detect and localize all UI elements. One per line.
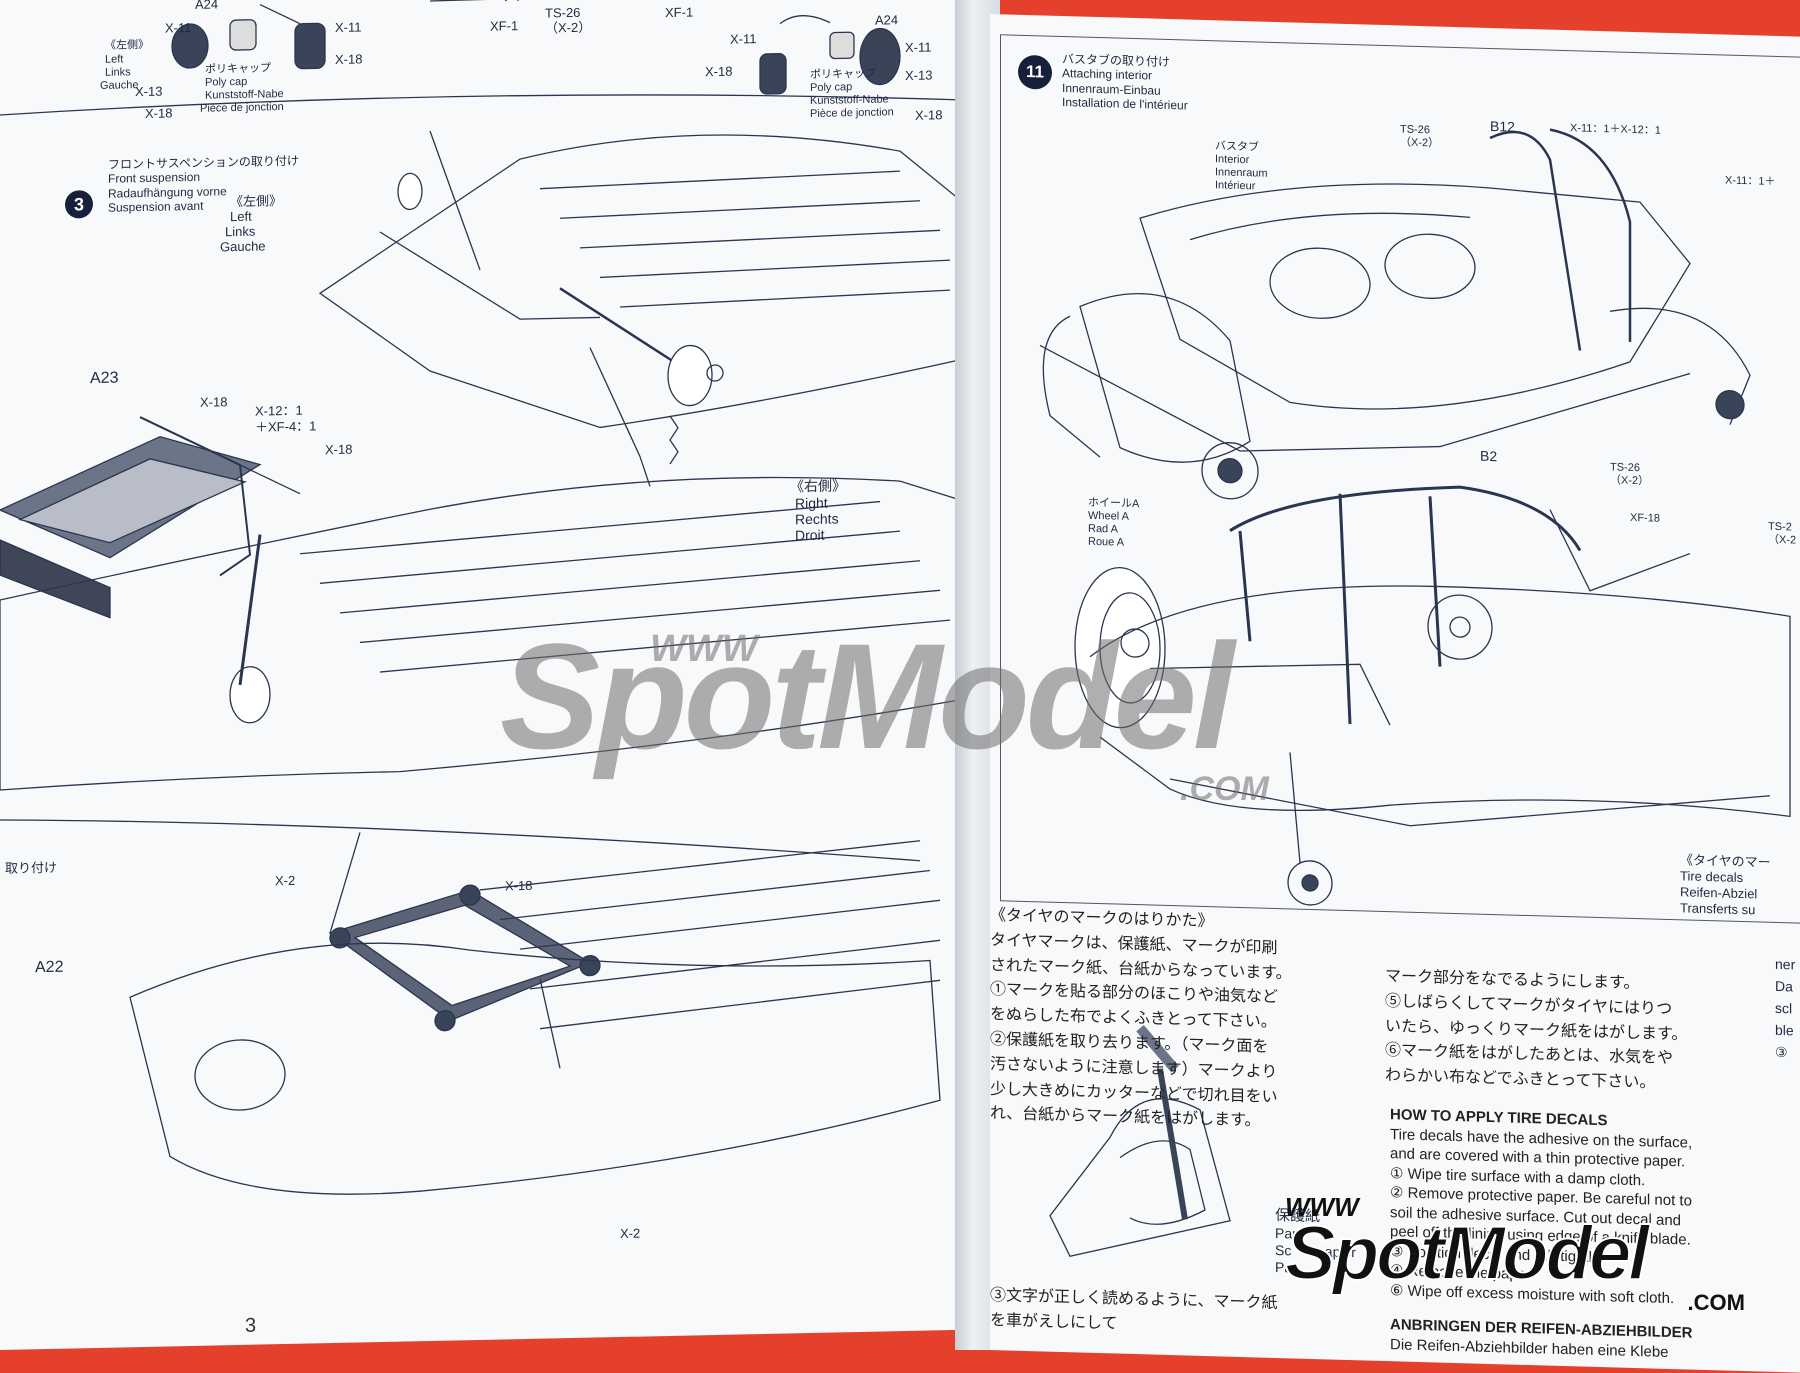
watermark-spotmodel: SpotModel — [500, 612, 1235, 780]
label-a24-right: A24 — [875, 12, 899, 28]
interior-tub — [1039, 128, 1751, 500]
logo-com: .COM — [1687, 1290, 1745, 1315]
label-polycap2-de: Kunststoff-Nabe — [810, 93, 889, 108]
rear-subframe-assembly — [129, 832, 941, 1195]
right-page-drawing — [1039, 128, 1791, 1257]
label-interior-en: Interior — [1215, 153, 1250, 167]
left-page-number: 3 — [245, 1314, 257, 1337]
decal-instructions-jp-column: 《タイヤのマークのはりかた》 タイヤマークは、保護紙、マークが印刷 されたマーク… — [990, 904, 1360, 1138]
label-wheel-jp: ホイールA — [1088, 496, 1140, 511]
spotmodel-logo: WWW SpotModel .COM — [1284, 1180, 1765, 1315]
label-polycap-de: Kunststoff-Nabe — [205, 88, 284, 102]
label-ts26-b-mix: （X-2） — [1610, 474, 1650, 488]
watermark-www: WWW — [650, 628, 758, 670]
watermark-com: .COM — [1180, 770, 1269, 808]
label-x11-b: X-11 — [335, 19, 362, 35]
edge-text-e: ③ — [1775, 1043, 1788, 1061]
top-left-hub-assembly — [171, 3, 326, 70]
label-x18-b: X-18 — [145, 105, 173, 121]
label-tire-decals-fr: Transferts su — [1680, 900, 1756, 918]
top-center-link — [429, 0, 681, 2]
label-x11-a: X-11 — [165, 19, 192, 36]
edge-text-d: ble — [1775, 1021, 1794, 1039]
step-3-left-jp: 《左側》 — [230, 193, 283, 210]
step-11-badge: 11 — [1018, 54, 1052, 90]
left-instruction-page: A24 X-11 X-11 X-18 X-18 X-13 《左側》 Left L… — [0, 0, 970, 1350]
label-b12: B12 — [1490, 117, 1515, 135]
label-ts2-mix: （X-2 — [1768, 533, 1797, 547]
label-wheel-de: Rad A — [1088, 522, 1118, 536]
front-suspension-chassis — [318, 130, 961, 487]
label-a22: A22 — [35, 958, 64, 977]
label-xf1-a: XF-1 — [490, 18, 519, 34]
step-3-xf4: ＋XF-4：1 — [255, 418, 317, 435]
label-x13: X-13 — [135, 83, 163, 100]
top-section-divider — [0, 94, 961, 116]
label-ts26-mix-top: （X-2） — [545, 19, 592, 36]
label-ts2: TS-2 — [1768, 520, 1792, 534]
step-3-left-fr: Gauche — [220, 238, 266, 255]
label-a23: A23 — [90, 369, 119, 388]
label-left-fr: Gauche — [100, 79, 139, 92]
step-4-x2-a: X-2 — [275, 872, 296, 889]
label-a24-left: A24 — [195, 0, 219, 12]
step-3-right-fr: Droit — [795, 526, 825, 544]
step-3-x18-a: X-18 — [200, 394, 228, 410]
label-x18-c: X-18 — [705, 63, 733, 80]
label-xf18: XF-18 — [1630, 511, 1660, 525]
step-4-x18: X-18 — [505, 877, 533, 894]
step-3-x12: X-12：1 — [255, 402, 303, 419]
roll-cage-and-chassis — [1074, 485, 1791, 906]
logo-www: WWW — [1285, 1192, 1359, 1222]
top-right-hub-assembly — [759, 15, 901, 95]
label-x18-d: X-18 — [915, 107, 943, 123]
label-x18-a: X-18 — [335, 51, 363, 67]
right-instruction-page: 11 バスタブの取り付け Attaching interior Innenrau… — [990, 14, 1800, 1373]
tire-decal-illustration — [1049, 1025, 1231, 1257]
label-ts26-interior: TS-26 — [1400, 123, 1430, 137]
label-polycap-en: Poly cap — [205, 75, 248, 89]
edge-text-b: Da — [1775, 977, 1793, 995]
label-polycap2-fr: Pièce de jonction — [810, 106, 894, 121]
radiator-part-a23 — [0, 416, 301, 619]
label-tire-decals-en: Tire decals — [1680, 868, 1744, 886]
bottom-section-divider — [0, 819, 921, 862]
label-x11-mix: X-11：1＋X-12：1 — [1570, 122, 1661, 137]
step-3-right-de: Rechts — [795, 510, 839, 528]
label-x11-c: X-11 — [730, 31, 757, 47]
step-4-x2-b: X-2 — [620, 1225, 641, 1242]
step-3-right-en: Right — [795, 494, 828, 512]
label-x11-mix-b: X-11：1＋ — [1725, 174, 1776, 188]
step-3-x18-b: X-18 — [325, 441, 353, 458]
label-wheel-fr: Roue A — [1088, 535, 1125, 549]
label-interior-jp: バスタブ — [1215, 140, 1259, 154]
step-11-title: バスタブの取り付け Attaching interior Innenraum-E… — [1062, 52, 1188, 113]
lower-chassis-floor — [0, 476, 961, 791]
label-x11-d: X-11 — [905, 39, 932, 56]
left-page-drawing — [0, 0, 961, 1195]
label-x13-b: X-13 — [905, 67, 933, 84]
label-left-de: Links — [105, 66, 131, 79]
logo-wordmark: SpotModel — [1284, 1210, 1650, 1297]
label-interior-de: Innenraum — [1215, 166, 1268, 180]
label-interior-fr: Intérieur — [1215, 179, 1256, 193]
label-ts26-interior-mix: （X-2） — [1400, 136, 1440, 150]
label-left-en: Left — [105, 53, 124, 66]
label-polycap-jp: ポリキャップ — [205, 62, 271, 76]
edge-text-c: scl — [1775, 999, 1793, 1017]
label-ts26-b: TS-26 — [1610, 461, 1640, 475]
step-3-right-jp: 《右側》 — [790, 477, 846, 495]
decal-instructions-jp-column-2: マーク部分をなでるようにします。 ⑤しばらくしてマークがタイヤにはりつ いたら、… — [1385, 965, 1785, 1100]
label-polycap2-jp: ポリキャップ — [810, 67, 876, 82]
step-4-title-jp: 取り付け — [5, 859, 58, 876]
label-wheel-en: Wheel A — [1088, 509, 1129, 523]
label-polycap2-en: Poly cap — [810, 81, 853, 95]
label-left-jp: 《左側》 — [105, 38, 149, 52]
label-polycap-fr: Pièce de jonction — [200, 101, 284, 115]
label-xf1-b: XF-1 — [665, 4, 694, 21]
edge-text-a: ner — [1775, 955, 1796, 973]
label-b2: B2 — [1480, 447, 1498, 465]
